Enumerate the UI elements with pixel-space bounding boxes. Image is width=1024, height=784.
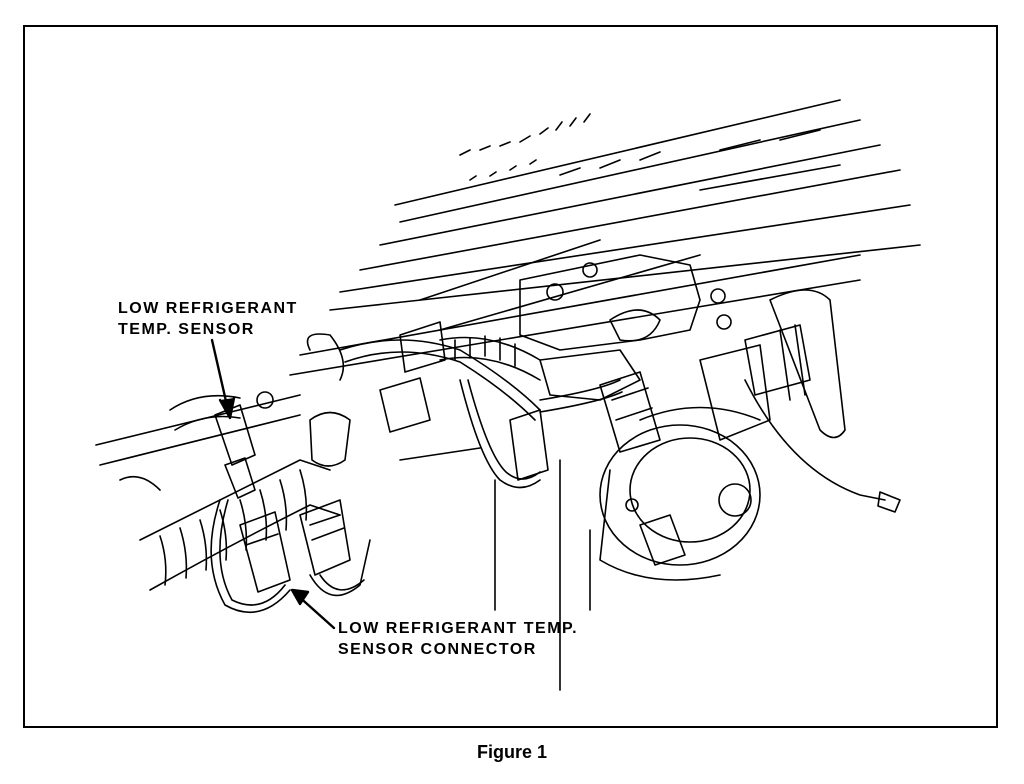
harness-connectors: [309, 321, 686, 566]
sensor-leader-line: [210, 338, 230, 412]
vacuum-hose: [439, 335, 541, 381]
connector-callout: LOW REFRIGERANT TEMP. SENSOR CONNECTOR: [338, 618, 578, 660]
intake-manifold-outline: [95, 99, 921, 466]
leader-arrows: [210, 338, 336, 630]
lower-structure: [119, 447, 591, 691]
sensor-connector: [239, 499, 351, 593]
sensor-callout-line1: LOW REFRIGERANT: [118, 300, 298, 317]
connector-callout-line2: SENSOR CONNECTOR: [338, 641, 537, 658]
throttle-body: [519, 254, 732, 401]
wire-harness: [210, 333, 623, 614]
figure-frame: [23, 25, 998, 728]
bracket-and-module: [699, 289, 901, 513]
sensor-leader-arrowhead: [218, 396, 236, 420]
connector-leader-arrowhead: [290, 588, 310, 606]
figure-caption: Figure 1: [476, 742, 547, 762]
sensor-callout-line2: TEMP. SENSOR: [118, 321, 255, 338]
sensor-callout: LOW REFRIGERANT TEMP. SENSOR: [118, 298, 298, 340]
connector-callout-line1: LOW REFRIGERANT TEMP.: [338, 620, 579, 637]
